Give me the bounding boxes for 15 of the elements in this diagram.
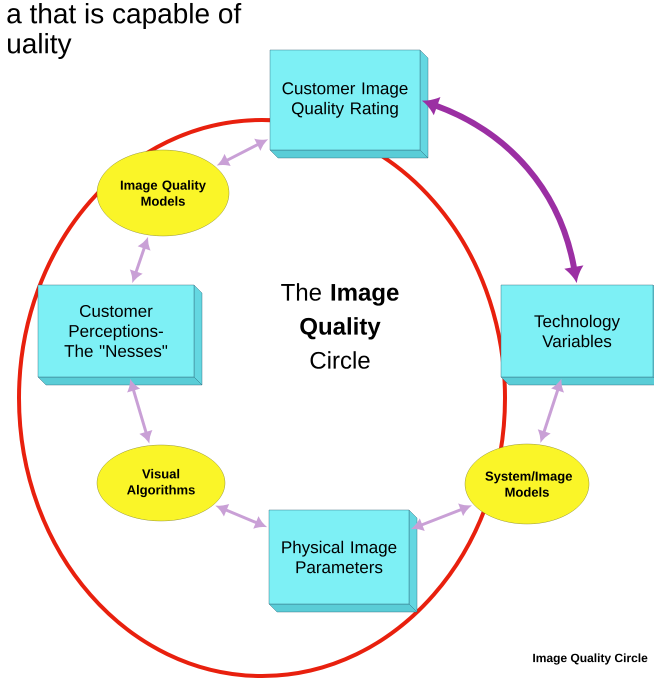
double-arrow (424, 98, 582, 280)
double-arrow (128, 381, 152, 442)
process-box: Customer Perceptions- The "Nesses" (38, 284, 202, 386)
double-arrow (538, 381, 564, 441)
heading-text: a that is capable of (7, 2, 242, 30)
caption-text: Image Quality Circle (530, 651, 650, 667)
double-arrow (217, 504, 266, 528)
double-arrow (130, 239, 150, 281)
double-arrow (412, 504, 470, 530)
process-box: Physical Image Parameters (268, 510, 418, 612)
circle-title: The Image Quality Circle (281, 283, 399, 369)
heading-text: uality (8, 32, 72, 60)
process-box: Customer Image Quality Rating (270, 50, 428, 158)
double-arrow (218, 139, 266, 166)
process-box: Technology Variables (500, 284, 654, 386)
